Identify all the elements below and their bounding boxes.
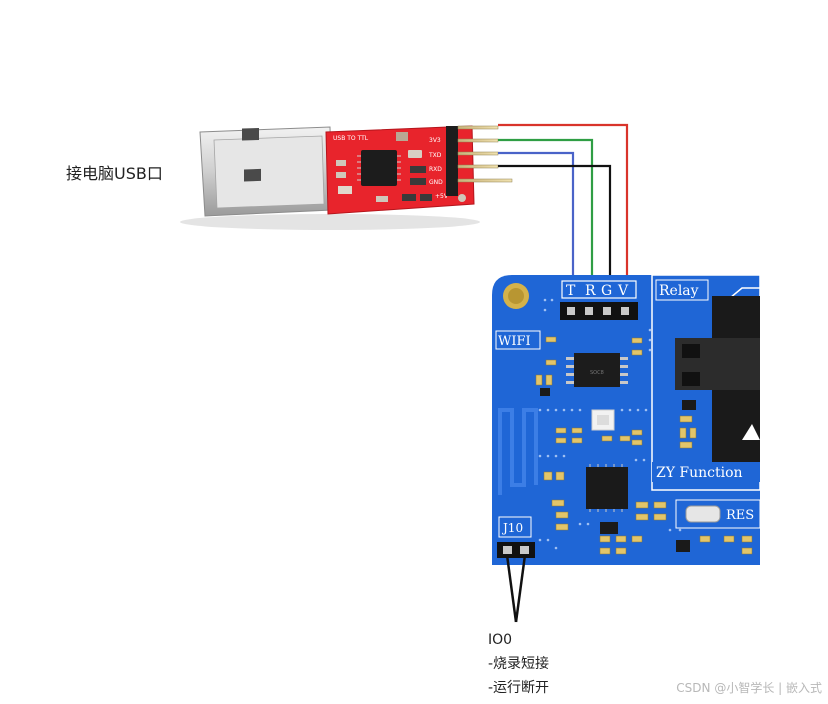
smd-components: [535, 336, 753, 555]
adapter-pin-label-rxd: RXD: [429, 166, 442, 173]
io0-caption: IO0 -烧录短接 -运行断开: [488, 628, 549, 700]
flash-chip-label: SOC8: [590, 370, 604, 376]
adapter-pin-header: [446, 125, 513, 196]
via-dots: [538, 298, 682, 550]
flash-chip: [574, 353, 620, 387]
wire-rxd: [498, 164, 612, 283]
io0-label: IO0: [488, 632, 513, 648]
wire-gnd: [498, 138, 594, 283]
wire-txd: [498, 151, 575, 283]
adapter-pin-label-gnd: GND: [429, 179, 443, 186]
jumper-j10: [497, 542, 535, 558]
pcb-antenna: [498, 408, 538, 495]
wifi-label: WIFI: [498, 334, 531, 349]
adapter-pin-label-3v3: 3V3: [429, 137, 441, 144]
function-label: ZY Function: [656, 465, 743, 481]
mcu-chip: [586, 467, 628, 509]
reset-button[interactable]: [685, 505, 721, 523]
wires: [498, 123, 629, 283]
esp-board: Relay ZY Function T R G V WIFI SOC8: [492, 274, 761, 565]
run-note: -运行断开: [488, 680, 550, 696]
adapter-pin-label-5v: +5V: [435, 193, 449, 200]
header-pin-g: G: [601, 283, 612, 299]
relay-label: Relay: [659, 283, 699, 299]
usb-caption: 接电脑USB口: [66, 164, 163, 183]
header-pin-t: T: [566, 283, 576, 299]
io0-short-wires: [505, 554, 527, 623]
jumper-label: J10: [501, 521, 523, 535]
adapter-pin-label-txd: TXD: [428, 152, 442, 159]
usb-ttl-adapter: USB TO TTL 3V3: [180, 125, 513, 230]
tgrv-pin-header: [560, 302, 638, 320]
header-pin-r: R: [585, 283, 596, 299]
adapter-title: USB TO TTL: [333, 135, 369, 142]
burn-note: -烧录短接: [488, 656, 550, 672]
wire-vcc: [498, 123, 629, 283]
adapter-board: USB TO TTL 3V3: [325, 125, 475, 215]
adapter-chip: [361, 150, 397, 186]
header-pin-v: V: [617, 283, 629, 299]
watermark: CSDN @小智学长 | 嵌入式: [676, 681, 822, 695]
reset-label: RES: [726, 508, 754, 523]
usb-plug: [199, 126, 333, 217]
